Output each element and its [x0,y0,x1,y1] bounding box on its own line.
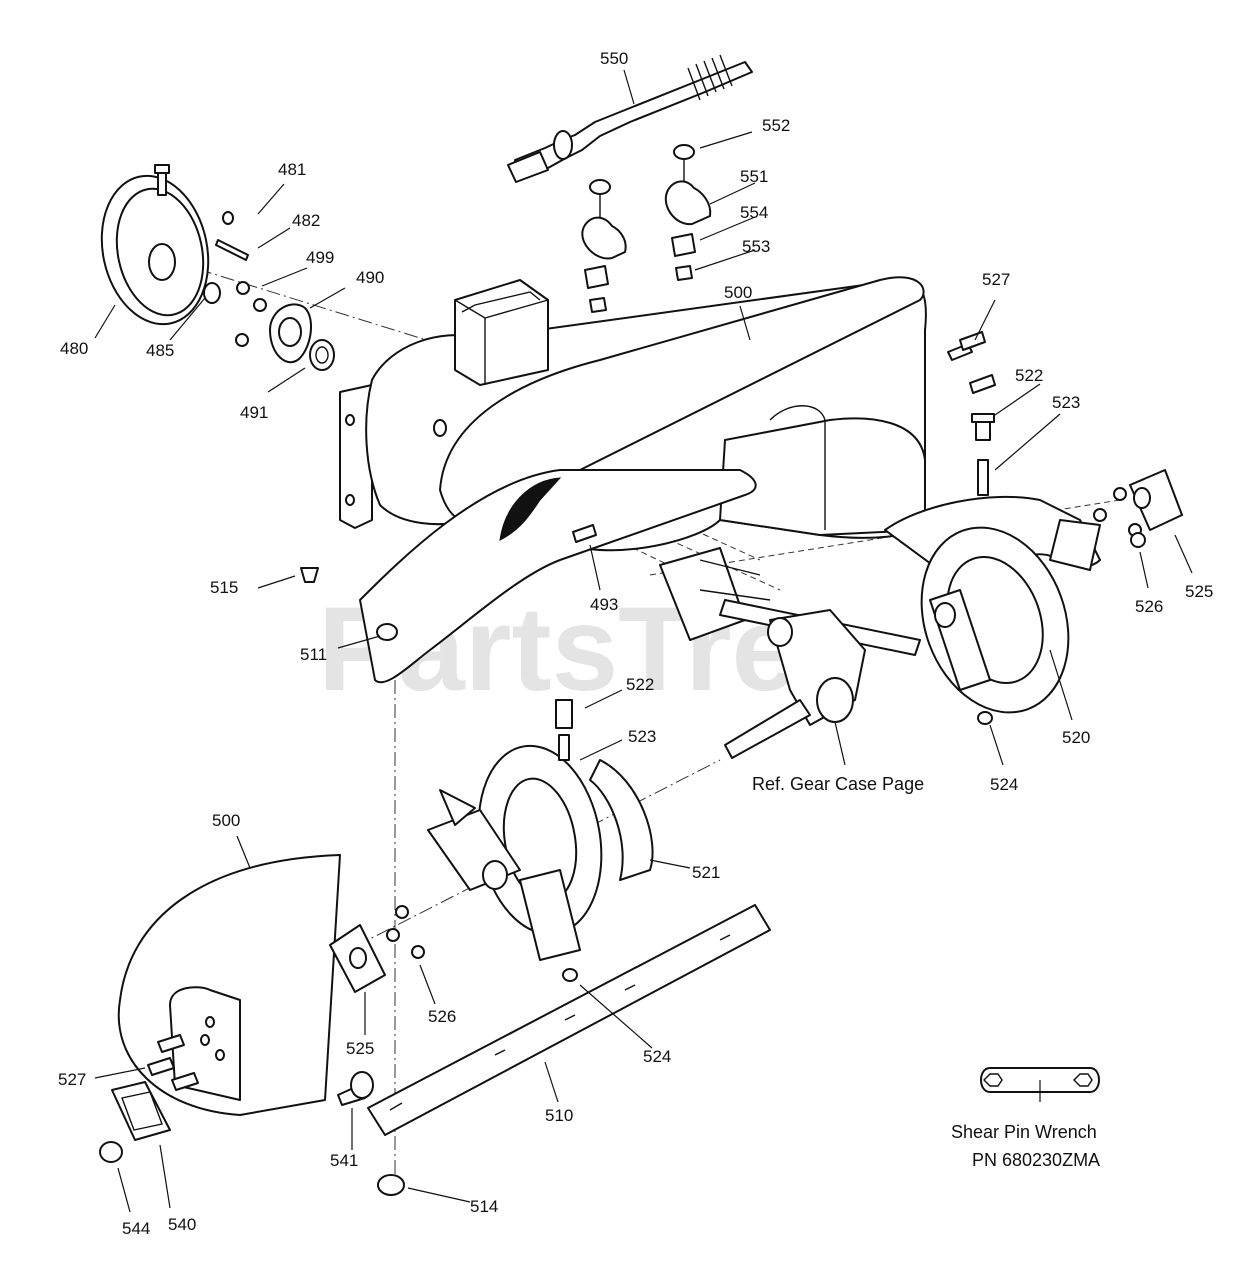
callout-480: 480 [60,339,88,358]
callout-551: 551 [740,167,768,186]
nut-524 [977,711,993,725]
side-plate-500 [117,854,341,1116]
ref-gear-case-note: Ref. Gear Case Page [752,774,924,794]
callout-522-front: 522 [626,675,654,694]
callout-550: 550 [600,49,628,68]
callout-493: 493 [590,595,618,614]
leader-lines [94,69,1193,1213]
callout-525-left: 525 [346,1039,374,1058]
callout-499: 499 [306,248,334,267]
callout-540: 540 [168,1215,196,1234]
callout-485: 485 [146,341,174,360]
auger-520 [884,495,1101,714]
bearing-flange-525-right [1093,469,1183,537]
callout-544: 544 [122,1219,150,1238]
callout-521: 521 [692,863,720,882]
callout-511: 511 [300,645,327,664]
bearing-flange-525-left [329,905,425,993]
auger-521 [427,699,654,982]
shear-pin-wrench-pn: PN 680230ZMA [972,1150,1100,1170]
callout-490: 490 [356,268,384,287]
bolt-493 [572,524,597,543]
callout-552: 552 [762,116,790,135]
callout-523-front: 523 [628,727,656,746]
hex-nut-514 [377,1174,405,1196]
callout-labels: 550 552 551 554 553 481 482 499 490 480 … [58,49,1213,1238]
hub-hardware [203,211,267,347]
callout-482: 482 [292,211,320,230]
callout-481: 481 [278,160,306,179]
bearing-flange-490 [269,303,335,371]
crank-bracket-right [664,144,712,281]
carriage-bolt-511 [376,623,398,641]
chute-crank-550 [507,54,753,183]
callout-500-top: 500 [724,283,752,302]
callout-527-top: 527 [982,270,1010,289]
shear-pin-wrench [980,1067,1100,1102]
callout-510: 510 [545,1106,573,1125]
callout-524-right: 524 [990,775,1018,794]
crank-bracket-left [581,179,627,313]
callout-514: 514 [470,1197,498,1216]
skid-shoe-540 [111,1081,171,1141]
callout-527-bottom: 527 [58,1070,86,1089]
callout-515: 515 [210,578,238,597]
callout-500-bottom: 500 [212,811,240,830]
carriage-bolt-541 [337,1071,374,1106]
callout-541: 541 [330,1151,358,1170]
shear-pin-wrench-title: Shear Pin Wrench [951,1122,1097,1142]
callout-524-bottom: 524 [643,1047,671,1066]
auger-housing-500 [339,276,927,684]
callout-526-right: 526 [1135,597,1163,616]
gear-case [659,547,921,759]
callout-553: 553 [742,237,770,256]
nut-526 [1130,532,1146,548]
callout-554: 554 [740,203,768,222]
callout-526-left: 526 [428,1007,456,1026]
callout-522-top: 522 [1015,366,1043,385]
push-pin-515 [300,567,319,583]
shear-bolt-522-top [971,413,995,496]
callout-491: 491 [240,403,268,422]
hex-nut-544 [99,1141,123,1163]
housing-bolts-527 [947,331,996,394]
callout-520: 520 [1062,728,1090,747]
callout-523-top: 523 [1052,393,1080,412]
scraper-bar-510 [367,904,771,1136]
pulley-480 [100,164,210,326]
callout-525-right: 525 [1185,582,1213,601]
